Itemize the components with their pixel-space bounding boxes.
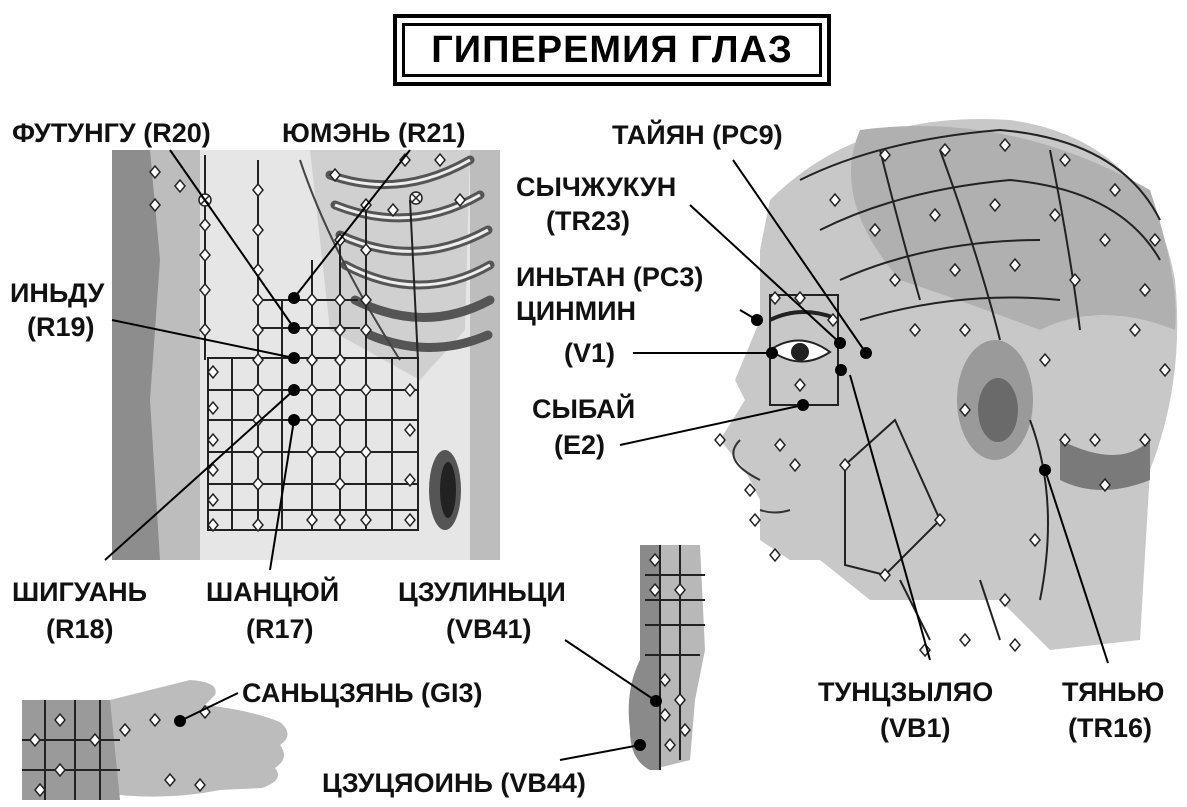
label-shiguan-name: ШИГУАНЬ xyxy=(12,577,147,607)
label-sybai-code: (E2) xyxy=(554,430,605,460)
label-taiyan: ТАЙЯН (PC9) xyxy=(612,120,783,150)
torso-illustration xyxy=(112,150,500,560)
label-intan: ИНЬТАН (PC3) xyxy=(516,262,703,292)
head-illustration xyxy=(715,119,1177,656)
label-tsulintsi-code: (VB41) xyxy=(446,614,532,644)
title-frame: ГИПЕРЕМИЯ ГЛАЗ xyxy=(393,14,831,86)
label-tuntszylyao-code: (VB1) xyxy=(880,713,951,743)
label-shantsyui-name: ШАНЦЮЙ xyxy=(206,577,339,607)
label-yumen: ЮМЭНЬ (R21) xyxy=(282,118,465,148)
label-santszyan: САНЬЦЗЯНЬ (GI3) xyxy=(242,678,483,708)
label-sychzhukun-code: (TR23) xyxy=(546,206,630,236)
label-futungu: ФУТУНГУ (R20) xyxy=(12,118,211,148)
label-tyanyu-name: ТЯНЬЮ xyxy=(1062,677,1164,707)
title-inner-frame: ГИПЕРЕМИЯ ГЛАЗ xyxy=(402,23,822,77)
label-tuntszylyao-name: ТУНЦЗЫЛЯО xyxy=(818,677,993,707)
label-indu-name: ИНЬДУ xyxy=(10,278,104,308)
label-tsulintsi-name: ЦЗУЛИНЬЦИ xyxy=(398,577,566,607)
label-tyanyu-code: (TR16) xyxy=(1068,713,1152,743)
foot-illustration xyxy=(629,545,705,770)
label-sychzhukun-name: СЫЧЖУКУН xyxy=(516,172,676,202)
label-indu-code: (R19) xyxy=(27,312,95,342)
label-tsinmin-name: ЦИНМИН xyxy=(516,296,636,326)
label-tsinmin-code: (V1) xyxy=(564,338,615,368)
page-title: ГИПЕРЕМИЯ ГЛАЗ xyxy=(431,29,793,72)
label-shantsyui-code: (R17) xyxy=(246,614,314,644)
label-sybai-name: СЫБАЙ xyxy=(532,394,635,424)
label-tsutsyaoin: ЦЗУЦЯОИНЬ (VB44) xyxy=(322,768,586,798)
label-shiguan-code: (R18) xyxy=(46,614,114,644)
